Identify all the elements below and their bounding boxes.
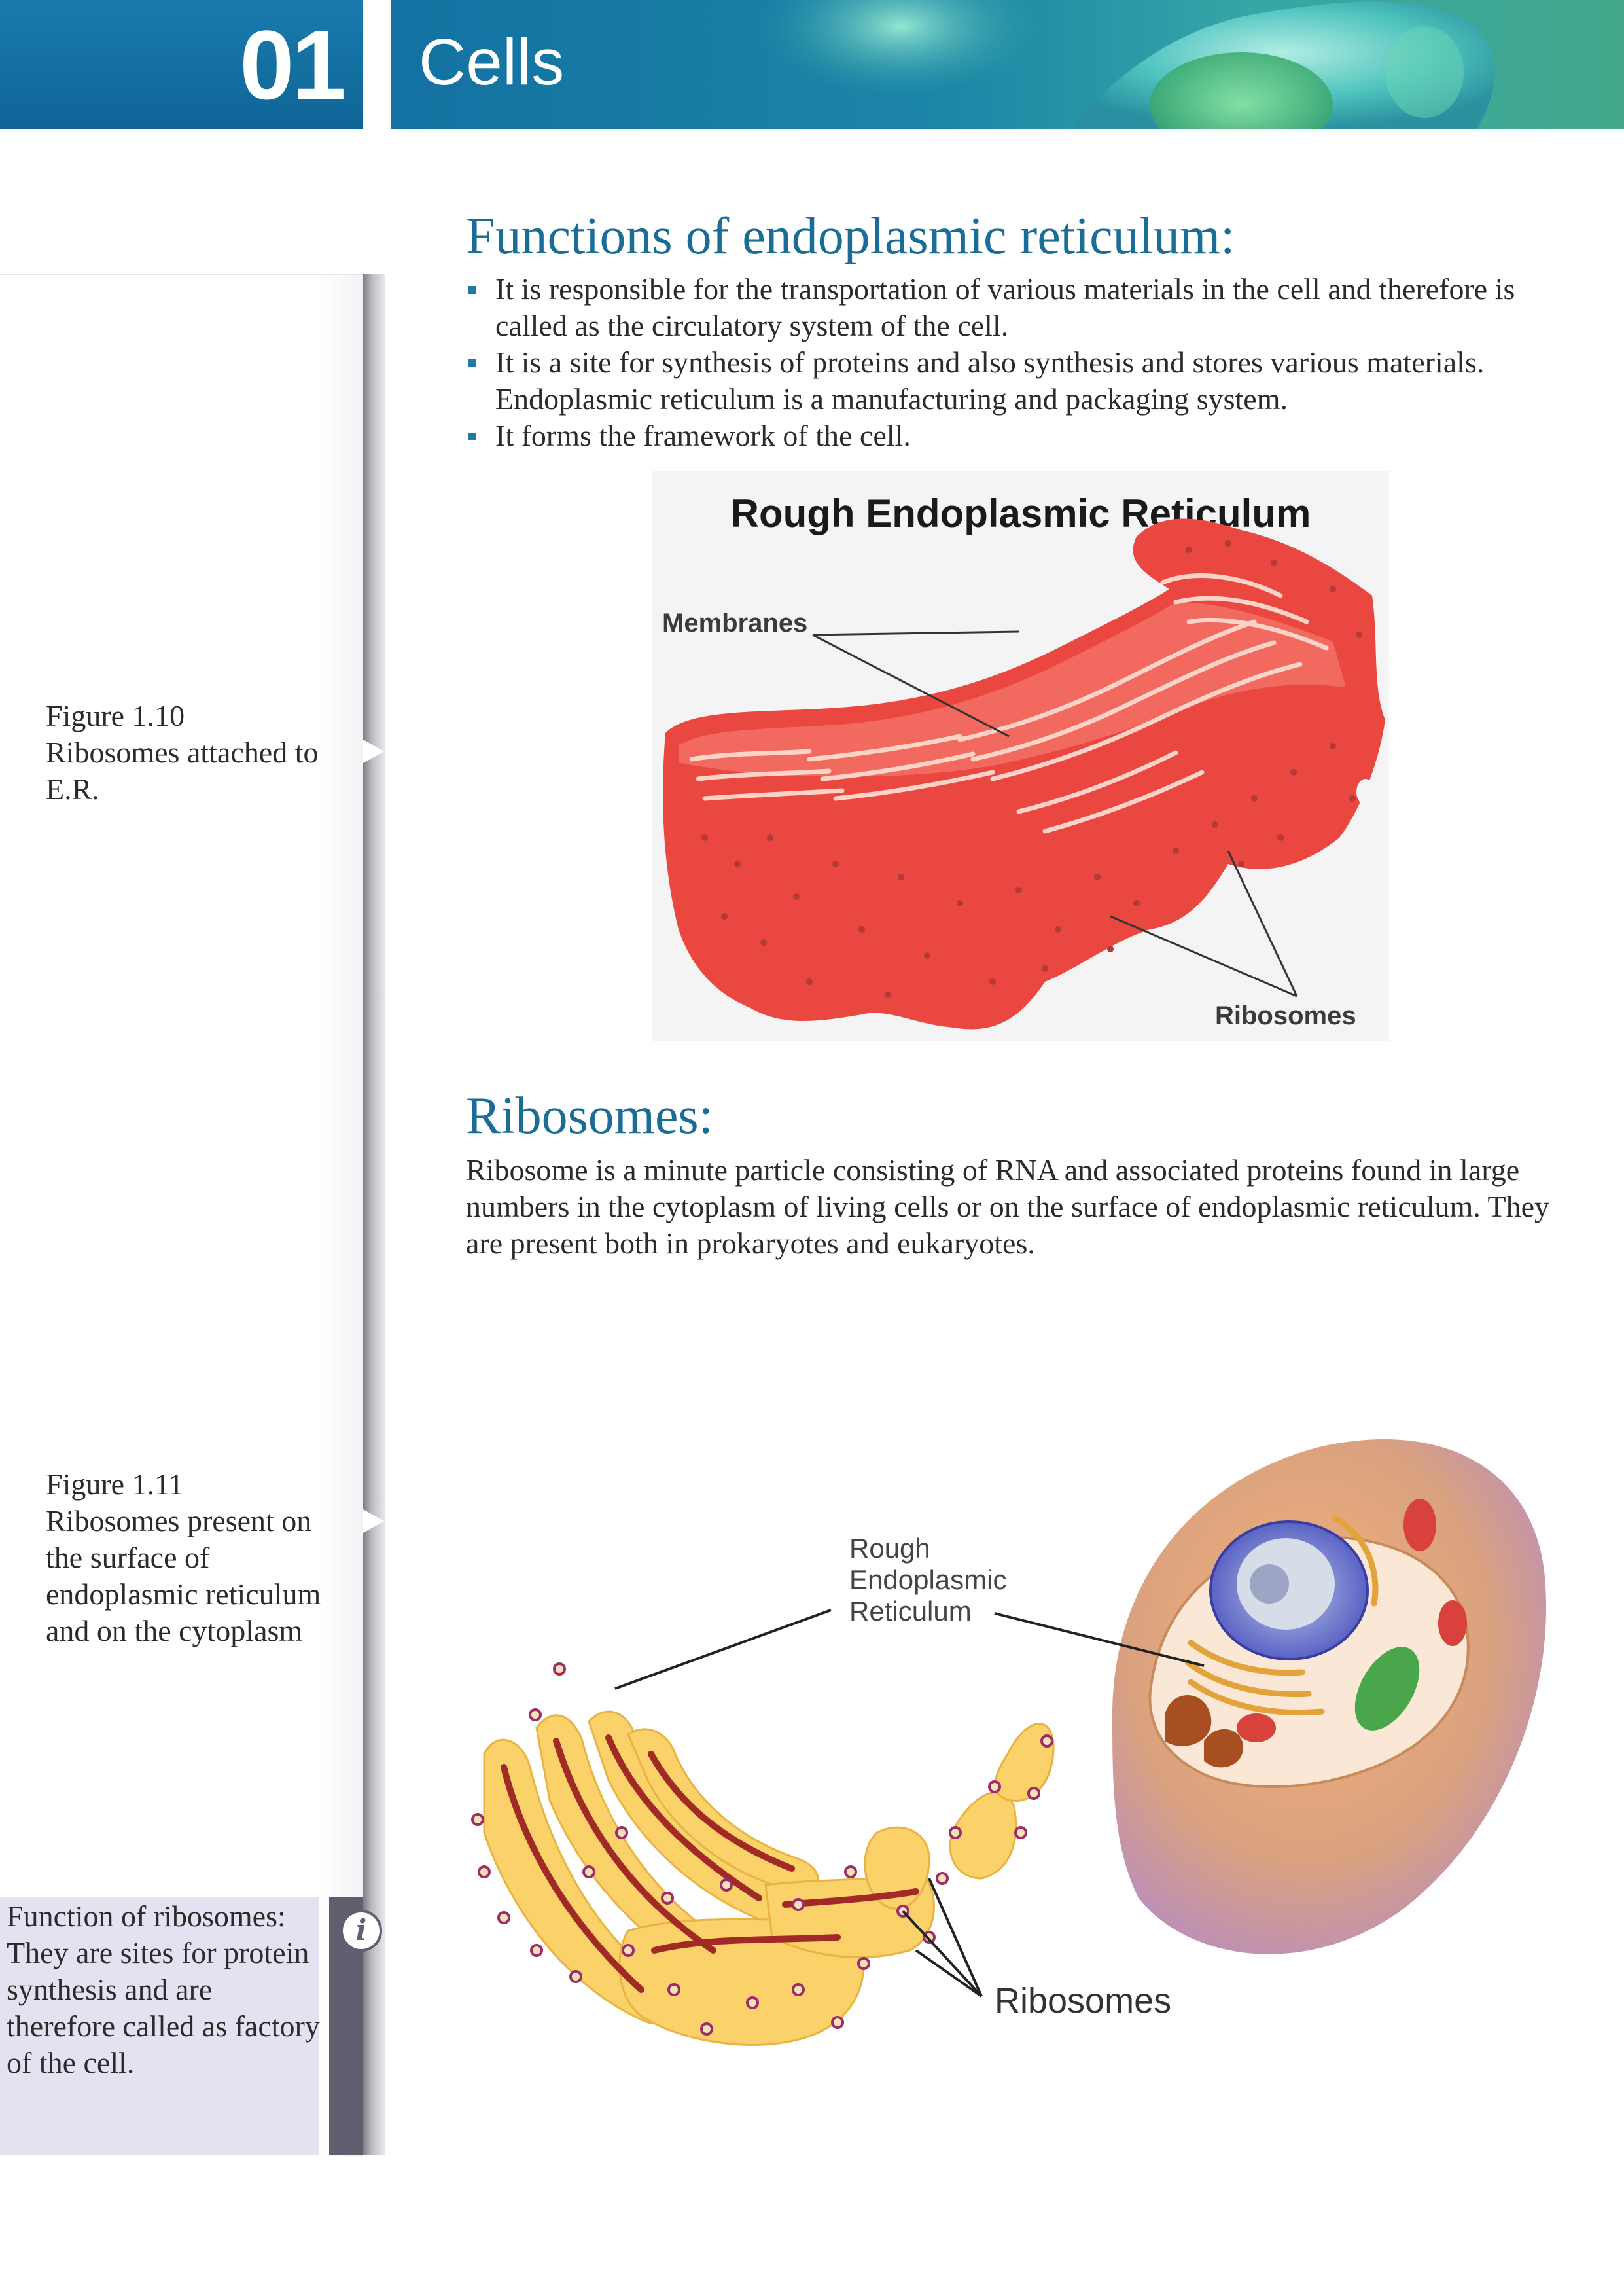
er-functions-list: It is responsible for the transportation… xyxy=(466,271,1591,454)
rough-er-illustration: Rough Endoplasmic Reticulum xyxy=(662,492,1386,1030)
list-item: It is a site for synthesis of proteins a… xyxy=(466,344,1591,418)
label-ribosomes: Ribosomes xyxy=(1215,1001,1356,1030)
label-rer-line3: Reticulum xyxy=(849,1596,972,1626)
figure-number: Figure 1.10 xyxy=(46,699,185,732)
list-item: It forms the framework of the cell. xyxy=(466,418,1591,454)
figure-ribosomes-er-cell: Rough Endoplasmic Reticulum xyxy=(458,1374,1570,2094)
margin-divider-bar xyxy=(363,274,385,2155)
section-heading-ribosomes: Ribosomes: xyxy=(466,1087,713,1145)
figure-caption-1-11: Figure 1.11 Ribosomes present on the sur… xyxy=(46,1466,353,1649)
margin-column xyxy=(0,274,363,2157)
caption-pointer xyxy=(363,1509,384,1533)
label-membranes: Membranes xyxy=(662,609,807,637)
figure-caption-1-10: Figure 1.10 Ribosomes attached to E.R. xyxy=(46,698,321,808)
figure-caption-text: Ribosomes attached to E.R. xyxy=(46,736,319,806)
info-note-text: Function of ribosomes: They are sites fo… xyxy=(7,1899,320,2079)
section-heading-er-functions: Functions of endoplasmic reticulum: xyxy=(466,207,1235,265)
chapter-banner: Cells xyxy=(391,0,1624,129)
label-ribosomes: Ribosomes xyxy=(995,1981,1171,2020)
banner-cell-art xyxy=(757,0,1495,129)
chapter-number-block: 01 xyxy=(0,0,363,129)
chapter-title: Cells xyxy=(419,26,565,99)
caption-pointer xyxy=(363,740,384,763)
info-note-box: Function of ribosomes: They are sites fo… xyxy=(0,1897,320,2155)
label-rer-line2: Endoplasmic xyxy=(849,1564,1006,1595)
info-icon: i xyxy=(340,1910,382,1952)
figure-caption-text: Ribosomes present on the surface of endo… xyxy=(46,1504,321,1647)
chapter-number: 01 xyxy=(239,10,346,120)
figure-rough-er: Rough Endoplasmic Reticulum xyxy=(652,471,1389,1041)
ribosomes-paragraph: Ribosome is a minute particle consisting… xyxy=(466,1153,1549,1260)
list-item: It is responsible for the transportation… xyxy=(466,271,1591,344)
figure-number: Figure 1.11 xyxy=(46,1467,184,1501)
ribosomes-cell-illustration: Rough Endoplasmic Reticulum xyxy=(471,1439,1547,2046)
label-rer-line1: Rough xyxy=(849,1533,930,1564)
